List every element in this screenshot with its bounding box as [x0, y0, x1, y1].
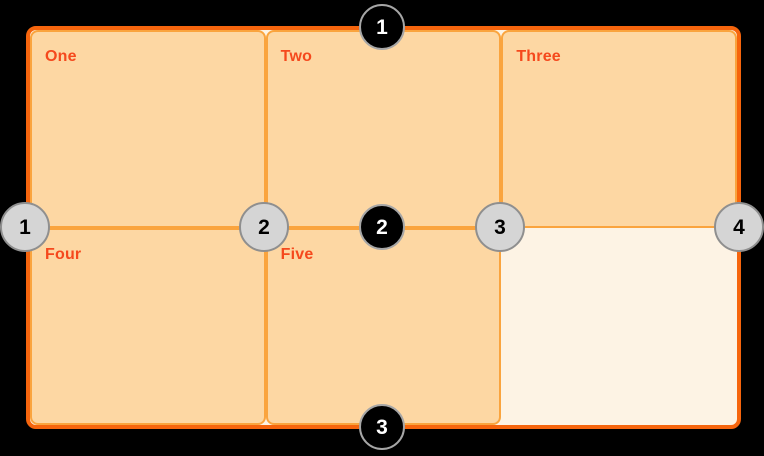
column-line-badge-3: 3	[475, 202, 525, 252]
column-line-badge-2: 2	[239, 202, 289, 252]
cell-label: One	[45, 48, 77, 65]
cell-label: Two	[280, 48, 313, 65]
row-line-badge-3: 3	[359, 404, 405, 450]
cell-label: Five	[280, 245, 314, 263]
grid-cell-two: Two	[265, 30, 502, 228]
grid-cell-one: One	[30, 30, 266, 228]
grid-cell-four: Four	[30, 227, 266, 425]
grid-cell-empty	[501, 228, 737, 426]
grid-container: One Two Three Four Five	[26, 26, 741, 429]
grid-cell-five: Five	[265, 227, 502, 425]
column-line-badge-1: 1	[0, 202, 50, 252]
cell-label: Four	[45, 245, 82, 263]
row-line-badge-2: 2	[359, 204, 405, 250]
row-line-badge-1: 1	[359, 4, 405, 50]
column-line-badge-4: 4	[714, 202, 764, 252]
grid-cell-three: Three	[501, 30, 737, 228]
cell-label: Three	[516, 48, 561, 65]
